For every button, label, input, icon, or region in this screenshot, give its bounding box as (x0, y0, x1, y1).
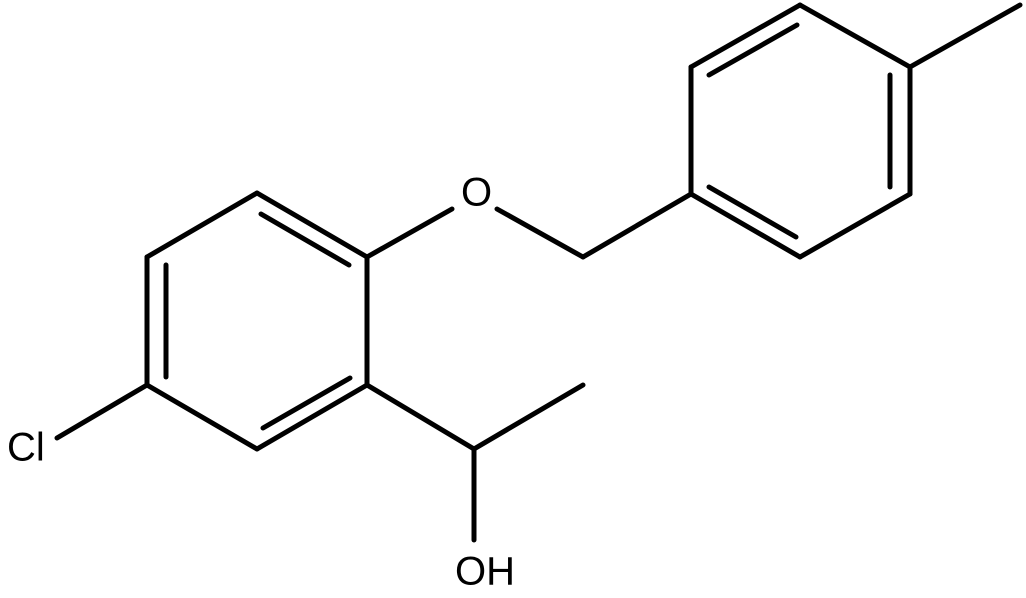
chlorine-label: Cl (7, 426, 45, 470)
chiral-carbon-methyl-bond (471, 382, 586, 452)
aryl-methyl-bond (907, 2, 1023, 70)
chlorophenyl-ring (144, 190, 370, 452)
ring-a-bond-6 (144, 190, 260, 260)
ch2-aryl-bond (580, 191, 694, 260)
ring-b-bond-3 (797, 2, 913, 70)
ring-a-bond-4 (144, 382, 260, 452)
c-o-ether-bond (364, 206, 455, 260)
c-cl-bond (54, 382, 150, 441)
tolyl-ring (688, 2, 913, 260)
ring-a-double-inner-1 (258, 211, 352, 268)
ring-b-bond-5 (797, 191, 913, 260)
ring-a-double-inner-2 (260, 375, 353, 431)
ring-to-chiral-carbon-bond (364, 382, 477, 452)
ring-a-bond-1 (254, 190, 370, 260)
ring-b-bond-6 (688, 191, 803, 260)
o-ch2-bond (494, 206, 586, 260)
ring-a-bond-3 (254, 382, 370, 452)
ring-b-double-inner-1 (706, 22, 800, 78)
hydroxyl-label: OH (455, 550, 515, 594)
ring-b-double-inner-3 (706, 184, 799, 240)
ring-b-bond-2 (688, 2, 803, 70)
ether-oxygen-label: O (461, 171, 492, 215)
